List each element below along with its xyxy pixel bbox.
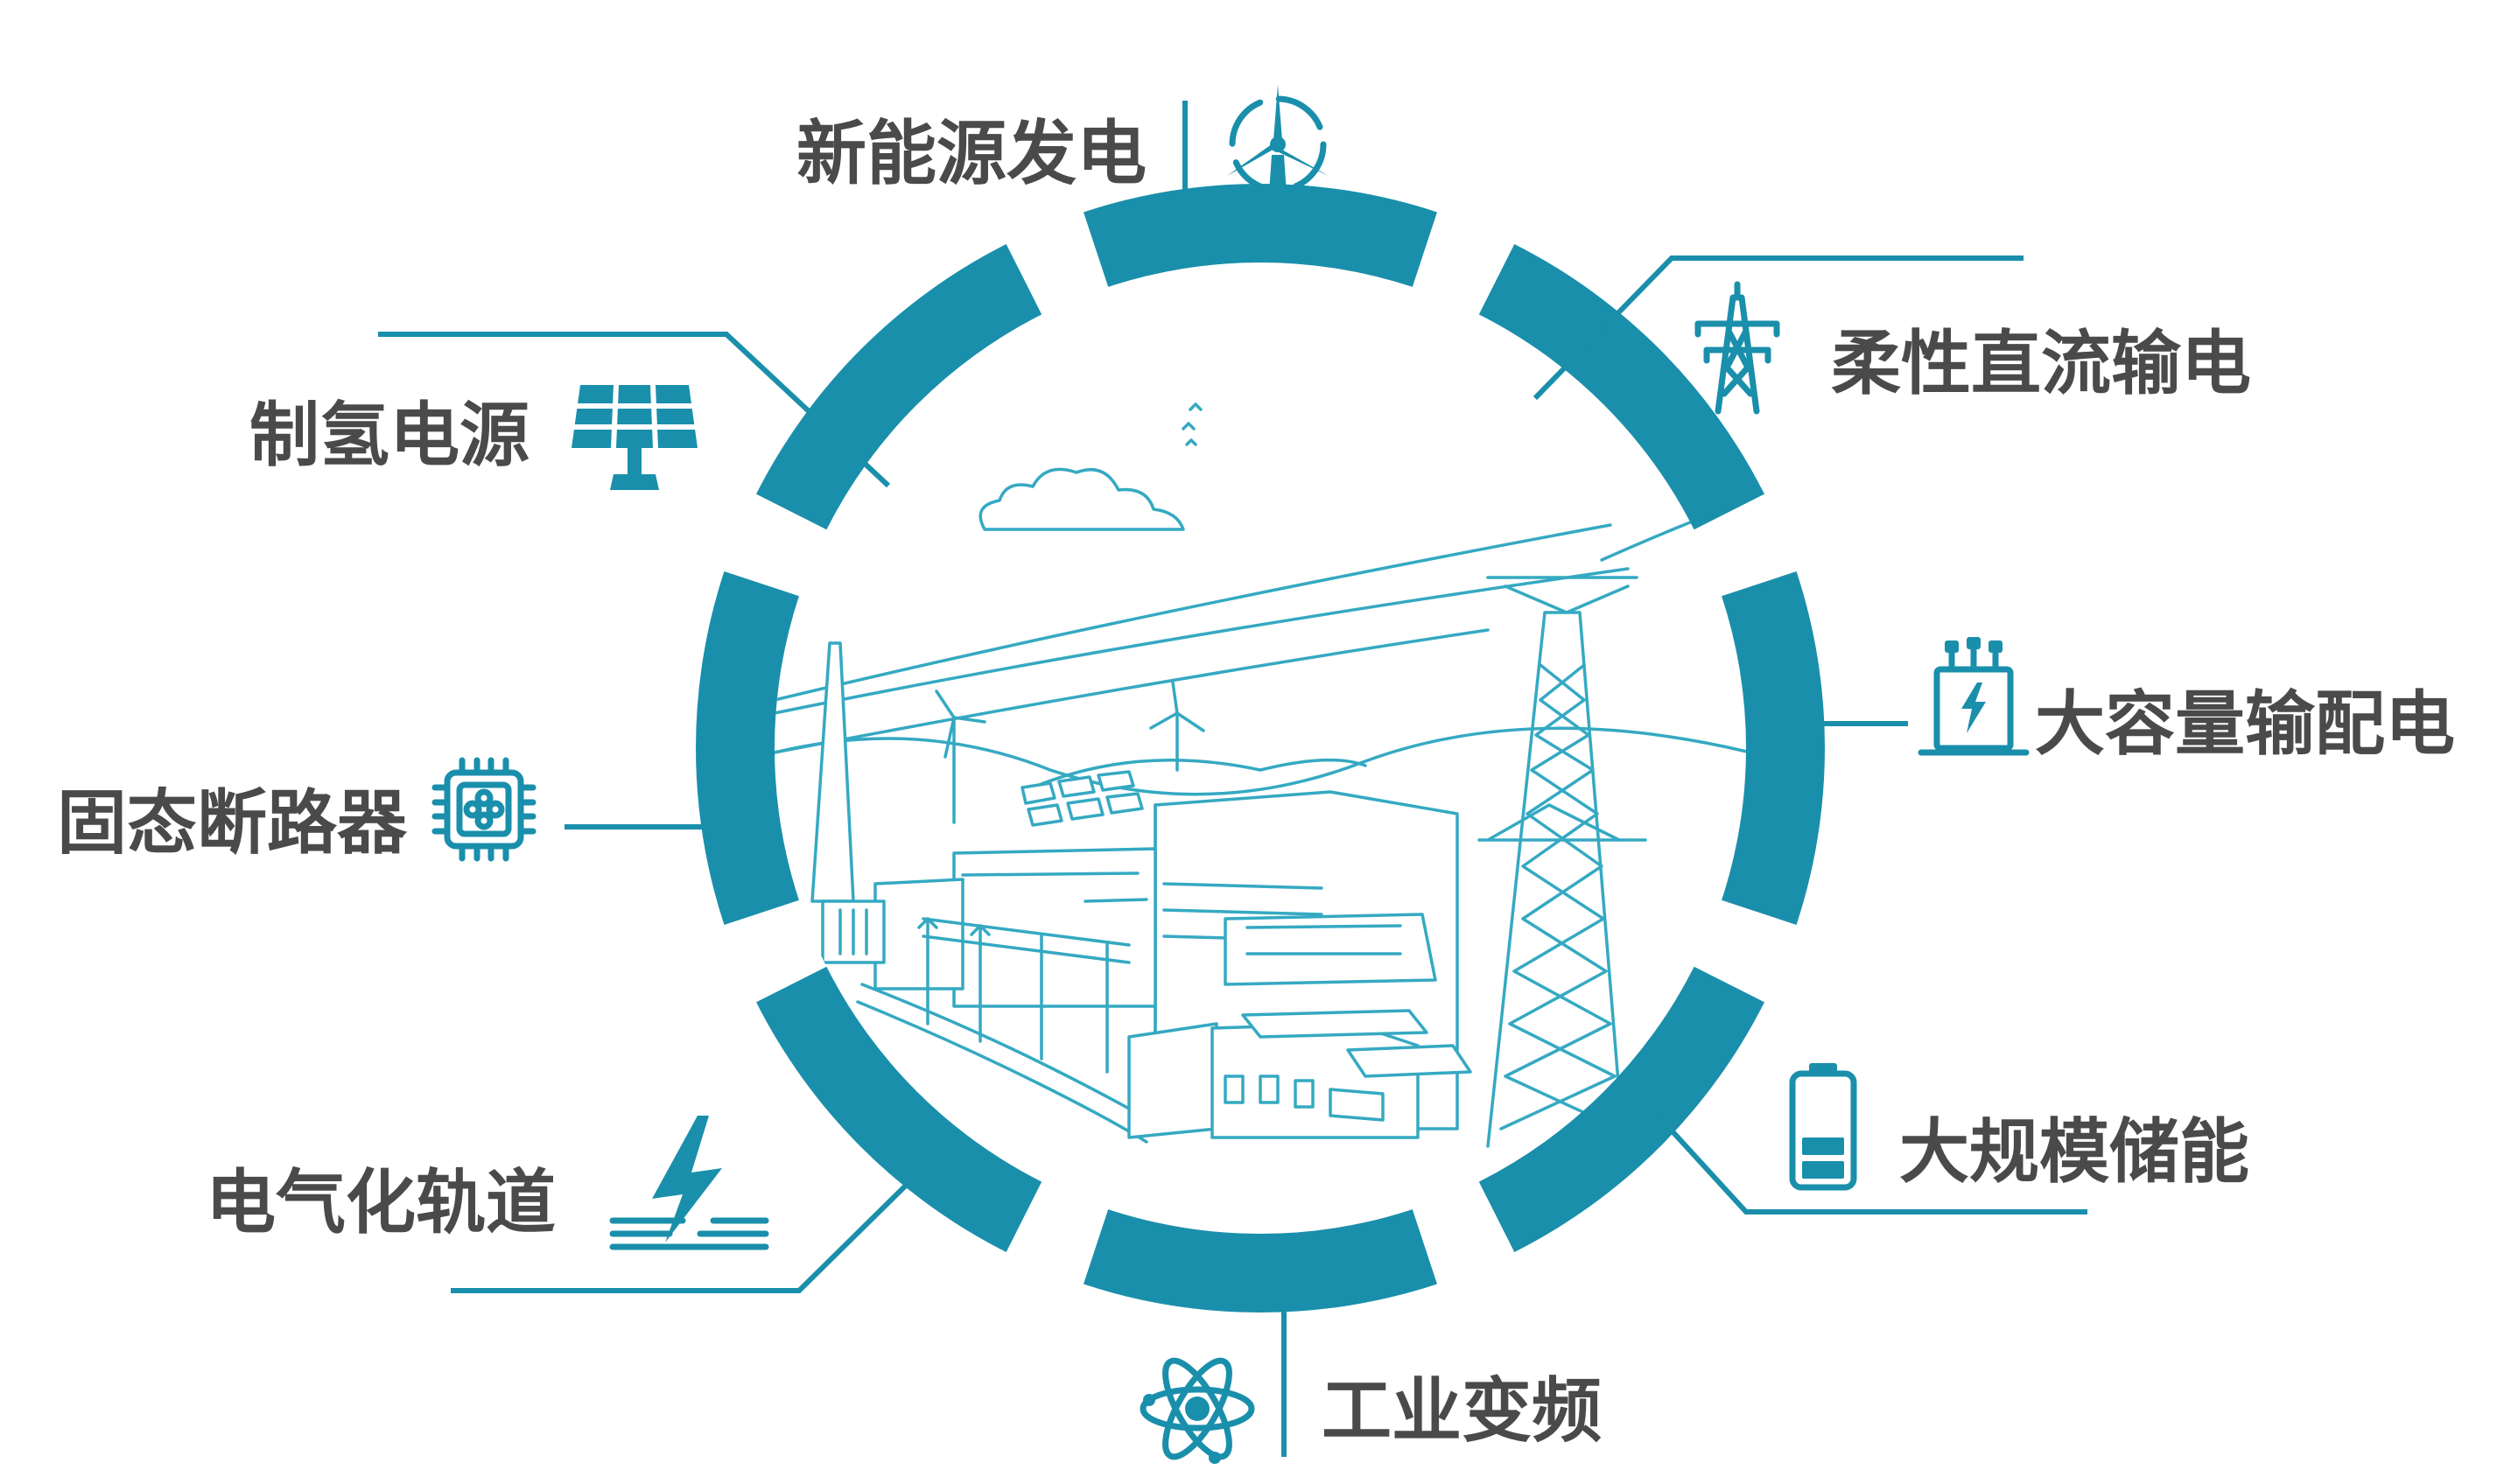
item-label-storage: 大规模储能 [1899,1111,2249,1193]
transformer-icon [1918,637,2030,756]
wind-turbine-icon [1227,85,1329,206]
solar-panel-icon [571,382,698,490]
outer-ring [696,184,1825,1312]
item-label-hydrogen: 制氢电源 [249,395,530,476]
chip-icon [431,757,537,862]
item-label-industrial-vfd: 工业变频 [1322,1370,1602,1452]
ring-segment [756,966,1042,1252]
center-illustration [775,262,1746,1234]
item-label-rail: 电气化轨道 [206,1162,556,1243]
ring-segment [1478,244,1764,530]
pylon-sketch [1477,576,1647,1148]
wind-turbines-sketch [935,681,1205,824]
item-label-breaker: 固态断路器 [57,782,408,864]
transmission-tower-icon [1694,281,1780,415]
solar-array-sketch [1021,770,1144,827]
ring-segment [1084,184,1437,287]
cloud-sketch [978,467,1185,531]
item-label-flexible-dc: 柔性直流输电 [1831,323,2251,404]
item-label-new-energy: 新能源发电 [796,113,1147,194]
ring-segment [696,571,799,925]
battery-icon [1789,1063,1857,1191]
ring-segment [756,244,1042,530]
ring-segment [1478,966,1764,1252]
low-buildings-sketch [1127,1009,1472,1139]
ring-segment [1084,1209,1437,1312]
item-label-large-capacity: 大容量输配电 [2035,683,2455,765]
connector-lines [378,101,2087,1457]
lightning-rail-icon [609,1116,769,1250]
atom-icon [1140,1357,1255,1464]
ring-segment [1722,571,1825,925]
